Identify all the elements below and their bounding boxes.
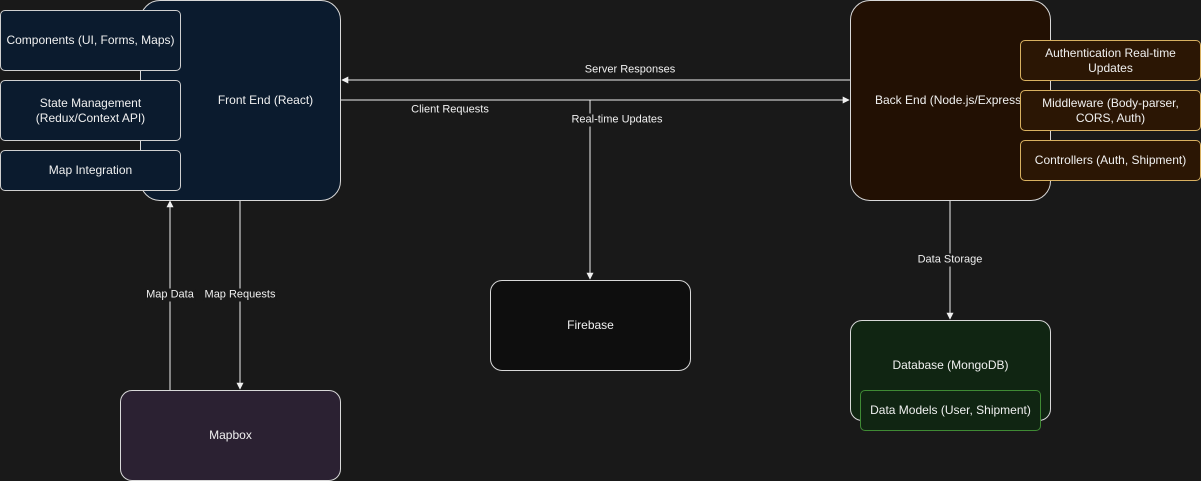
state-management-label: State Management (Redux/Context API): [35, 95, 146, 125]
middleware-label: Middleware (Body-parser, CORS, Auth): [1042, 95, 1179, 125]
auth-realtime-node[interactable]: Authentication Real-time Updates: [1020, 40, 1201, 81]
firebase-label: Firebase: [567, 318, 614, 332]
data-storage-label: Data Storage: [916, 253, 984, 267]
map-requests-label: Map Requests: [203, 288, 277, 302]
map-integration-node[interactable]: Map Integration: [0, 150, 181, 191]
client-requests-label: Client Requests: [411, 103, 489, 116]
map-data-label: Map Data: [145, 288, 195, 302]
database-label: Database (MongoDB): [892, 358, 1009, 372]
mapbox-label: Mapbox: [209, 428, 252, 442]
realtime-updates-label: Real-time Updates: [570, 113, 664, 127]
controllers-node[interactable]: Controllers (Auth, Shipment): [1020, 140, 1201, 181]
data-models-node[interactable]: Data Models (User, Shipment): [860, 390, 1041, 431]
middleware-node[interactable]: Middleware (Body-parser, CORS, Auth): [1020, 90, 1201, 131]
frontend-label: Front End (React): [217, 93, 314, 107]
components-node[interactable]: Components (UI, Forms, Maps): [0, 10, 181, 71]
backend-node[interactable]: Back End (Node.js/Express): [850, 0, 1051, 201]
data-models-label: Data Models (User, Shipment): [870, 403, 1031, 417]
components-label: Components (UI, Forms, Maps): [6, 33, 175, 47]
mapbox-node[interactable]: Mapbox: [120, 390, 341, 481]
controllers-label: Controllers (Auth, Shipment): [1034, 153, 1187, 167]
server-responses-label: Server Responses: [584, 63, 676, 76]
backend-label: Back End (Node.js/Express): [875, 93, 1026, 107]
state-management-node[interactable]: State Management (Redux/Context API): [0, 80, 181, 141]
auth-realtime-label: Authentication Real-time Updates: [1045, 45, 1176, 75]
map-integration-label: Map Integration: [48, 163, 133, 177]
firebase-node[interactable]: Firebase: [490, 280, 691, 371]
